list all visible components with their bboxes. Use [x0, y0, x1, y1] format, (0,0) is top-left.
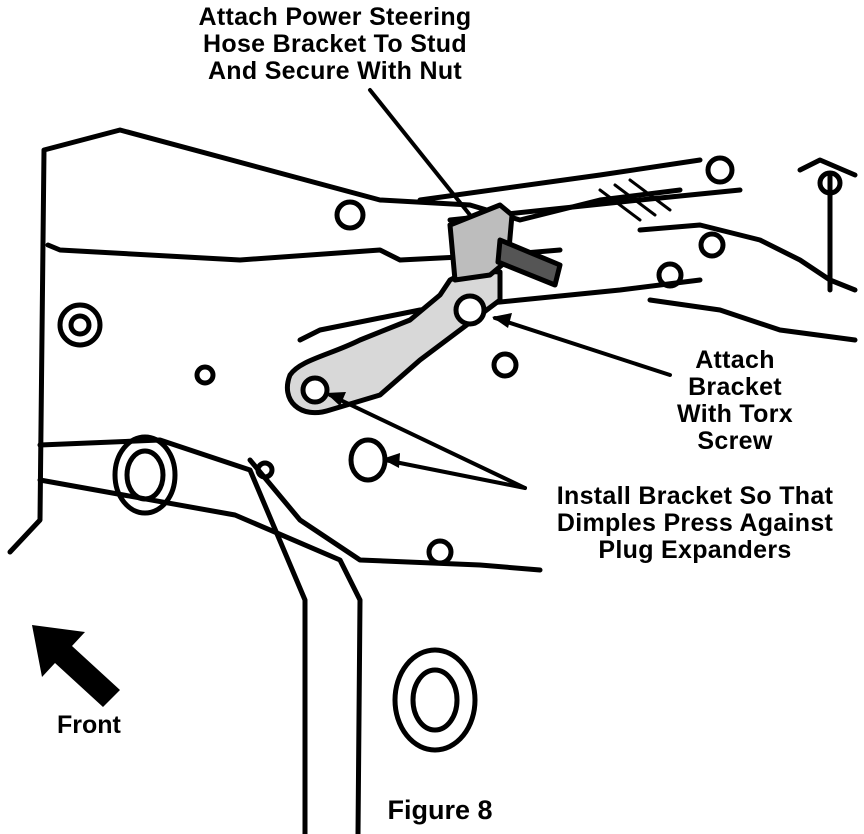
plug-expander-front-inner [124, 448, 166, 502]
arrowhead-dimples-2 [382, 453, 400, 468]
leader-dimples-2 [383, 458, 527, 490]
right-housing-edge [797, 157, 858, 293]
arrowhead-torx [492, 313, 512, 328]
bolt-right-1 [698, 231, 726, 259]
torx-screw [453, 293, 487, 327]
bolt-top [334, 199, 366, 231]
bolt-ring-right-1 [705, 155, 735, 185]
plug-expander-lower-inner [410, 667, 460, 733]
plug-expander-lower [392, 647, 478, 753]
leader-dimples-1 [328, 393, 527, 490]
callout-dimples: Install Bracket So That Dimples Press Ag… [556, 482, 834, 564]
plug-hole-left [57, 302, 103, 348]
bolt-lower [426, 538, 454, 566]
front-arrow-icon [32, 625, 120, 707]
bolt-mid [491, 351, 519, 379]
manifold-line-1 [417, 157, 703, 203]
bracket [284, 267, 503, 416]
block-front-face [37, 437, 308, 834]
plug-expander-front [112, 434, 178, 516]
block-side-lower [247, 457, 543, 573]
front-label: Front [57, 711, 121, 739]
bolt-right-2 [656, 261, 684, 289]
plug-hole-left-inner [68, 313, 92, 337]
leader-power-steering [368, 88, 472, 217]
mount-hole [194, 364, 216, 386]
arrowhead-dimples-1 [326, 392, 346, 406]
figure-caption: Figure 8 [387, 795, 493, 825]
stud [495, 237, 563, 288]
manifold-ribs [598, 178, 672, 222]
bracket-dimple-2 [348, 437, 388, 483]
callout-power-steering: Attach Power Steering Hose Bracket To St… [198, 3, 472, 85]
leader-torx [493, 316, 672, 377]
right-housing [637, 222, 858, 343]
bolt-right-3 [817, 170, 843, 196]
mount-hole-2 [255, 460, 275, 480]
bracket-dimple-1 [300, 375, 330, 405]
block-lower-edge [37, 477, 363, 834]
callout-torx-screw: Attach Bracket With Torx Screw [677, 346, 793, 455]
